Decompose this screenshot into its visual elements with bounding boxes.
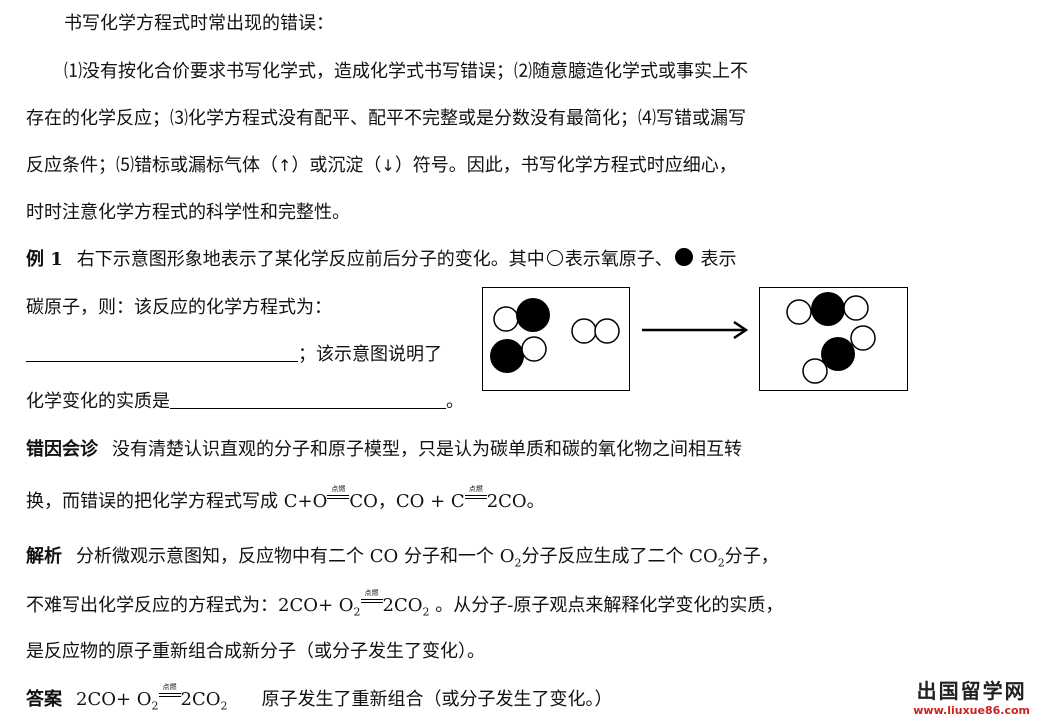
essence-blank[interactable]: [170, 390, 446, 409]
down-arrow-icon: ↓: [381, 156, 395, 175]
watermark-url[interactable]: www.liuxue86.com: [913, 704, 1030, 717]
example-text-6b: 。: [446, 391, 464, 412]
condition-label: 点燃: [331, 485, 346, 493]
errors-line-3c: ）符号。因此，书写化学方程式时应细心，: [394, 155, 737, 176]
ignite-condition: 点燃: [158, 683, 181, 705]
oxygen-atom: [850, 325, 876, 351]
subscript: 2: [717, 556, 725, 570]
example-line-1: 例 1 右下示意图形象地表示了某化学反应前后分子的变化。其中表示氧原子、 表示: [26, 248, 737, 272]
errors-line-1: ⑴没有按化合价要求书写化学式，造成化学式书写错误；⑵随意臆造化学式或事实上不: [64, 61, 748, 82]
oxygen-atom: [802, 358, 828, 384]
answer-label: 答案: [26, 689, 62, 710]
equation-blank[interactable]: [26, 343, 298, 362]
analysis-text-2a: 不难写出化学反应的方程式为：2CO+ O: [26, 595, 354, 616]
errors-line-3: 反应条件；⑸错标或漏标气体（↑）或沉淀（↓）符号。因此，书写化学方程式时应细心，: [26, 154, 737, 178]
example-text-5: ；该示意图说明了: [298, 344, 442, 365]
analysis-text-2b: 2CO: [382, 595, 423, 616]
mistake-text-1: 没有清楚认识直观的分子和原子模型，只是认为碳单质和碳的氧化物之间相互转: [112, 439, 742, 460]
oxygen-atom: [571, 318, 597, 344]
oxygen-atom: [843, 295, 869, 321]
example-line-3: ；该示意图说明了: [26, 343, 442, 367]
subscript: 2: [151, 699, 159, 713]
subscript: 2: [220, 699, 228, 713]
reactants-molecules: [490, 298, 620, 373]
subscript: 2: [514, 556, 522, 570]
example-label: 例 1: [26, 249, 63, 270]
example-text-3: 表示: [700, 249, 737, 270]
products-box: [759, 287, 908, 391]
watermark-title: 出国留学网: [916, 679, 1027, 703]
errors-line-3a: 反应条件；⑸错标或漏标气体（: [26, 155, 278, 176]
analysis-text-2c: 。从分子-原子观点来解释化学变化的实质，: [429, 595, 784, 616]
mistake-label: 错因会诊: [26, 439, 98, 460]
products-molecules: [786, 292, 876, 384]
heading: 书写化学方程式时常出现的错误：: [64, 13, 334, 34]
example-text-6a: 化学变化的实质是: [26, 391, 170, 412]
example-line-2: 碳原子，则：该反应的化学方程式为：: [26, 297, 332, 318]
oxygen-atom: [521, 336, 547, 362]
analysis-label: 解析: [26, 546, 62, 567]
mistake-text-2a: 换，而错误的把化学方程式写成 C+O: [26, 491, 328, 512]
up-arrow-icon: ↑: [278, 156, 292, 175]
mistake-line-1: 错因会诊没有清楚认识直观的分子和原子模型，只是认为碳单质和碳的氧化物之间相互转: [26, 438, 742, 462]
mistake-text-2c: 2CO。: [486, 491, 545, 512]
reaction-arrow-icon: [642, 320, 749, 340]
carbon-atom: [516, 298, 550, 332]
condition-label: 点燃: [364, 589, 379, 597]
carbon-atom: [821, 337, 855, 371]
watermark: 出国留学网 www.liuxue86.com: [913, 675, 1030, 717]
errors-line-3b: ）或沉淀（: [291, 155, 382, 176]
subscript: 2: [422, 605, 430, 619]
ignite-condition: 点燃: [464, 485, 487, 507]
answer-eq-b: 2CO: [180, 689, 221, 710]
errors-line-4: 时时注意化学方程式的科学性和完整性。: [26, 202, 350, 223]
subscript: 2: [353, 605, 361, 619]
errors-line-2: 存在的化学反应；⑶化学方程式没有配平、配平不完整或是分数没有最简化；⑷写错或漏写: [26, 108, 746, 129]
mistake-text-2b: CO，CO + C: [349, 491, 465, 512]
oxygen-atom: [786, 299, 812, 325]
reactants-box: [482, 287, 630, 391]
carbon-atom: [490, 339, 524, 373]
analysis-line-1: 解析分析微观示意图知，反应物中有二个 CO 分子和一个 O2分子反应生成了二个 …: [26, 545, 779, 576]
analysis-text-1c: 分子，: [724, 546, 779, 567]
carbon-atom-icon: [674, 248, 693, 266]
oxygen-atom-icon: [546, 250, 563, 266]
answer-eq-a: 2CO+ O: [76, 689, 152, 710]
carbon-atom: [811, 292, 845, 326]
analysis-line-3: 是反应物的原子重新组合成新分子（或分子发生了变化）。: [26, 641, 485, 662]
oxygen-atom: [594, 318, 620, 344]
ignite-condition: 点燃: [360, 589, 383, 611]
ignite-condition: 点燃: [327, 485, 350, 507]
condition-label: 点燃: [468, 485, 483, 493]
answer-text: 原子发生了重新组合（或分子发生了变化。）: [261, 689, 613, 710]
example-text-2: 表示氧原子、: [564, 249, 673, 270]
analysis-text-1b: 分子反应生成了二个 CO: [521, 546, 718, 567]
condition-label: 点燃: [162, 683, 177, 691]
example-line-4: 化学变化的实质是 。: [26, 390, 464, 414]
analysis-text-1a: 分析微观示意图知，反应物中有二个 CO 分子和一个 O: [76, 546, 515, 567]
oxygen-atom: [493, 306, 519, 332]
example-text-1: 右下示意图形象地表示了某化学反应前后分子的变化。其中: [76, 249, 545, 270]
